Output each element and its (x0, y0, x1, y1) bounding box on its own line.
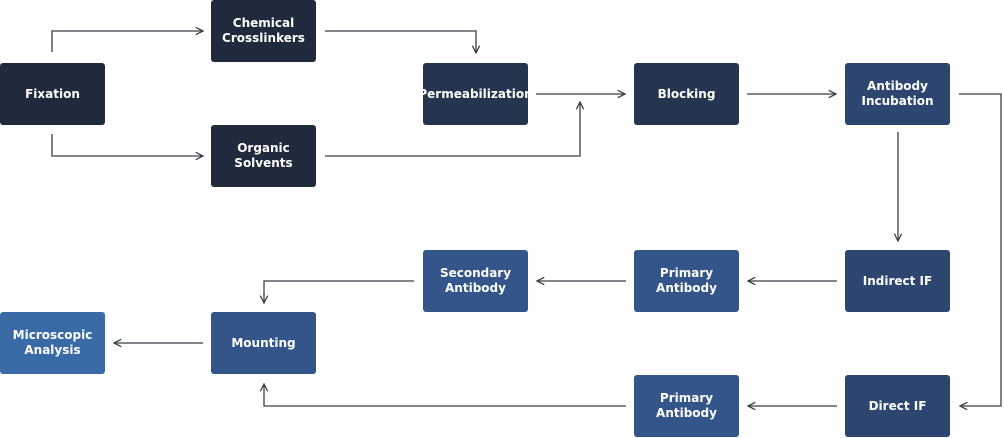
edge-secondary-antibody-to-mounting (264, 280, 414, 303)
edge-fixation-to-solvents (51, 134, 203, 156)
node-primary-antibody-indirect: Primary Antibody (634, 250, 739, 312)
edge-primary-antibody-to-mounting (264, 384, 626, 407)
edge-crosslinkers-to-permeabilization (325, 30, 476, 53)
edge-fixation-to-crosslinkers (51, 31, 203, 52)
node-permeabilization: Permeabilization (418, 63, 533, 125)
edge-antibody-incubation-to-direct-if (959, 93, 1002, 406)
node-microscopic-analysis: Microscopic Analysis (0, 312, 105, 374)
node-mounting: Mounting (211, 312, 316, 374)
node-secondary-antibody: Secondary Antibody (423, 250, 528, 312)
node-primary-antibody-direct: Primary Antibody (634, 375, 739, 437)
node-direct-if: Direct IF (845, 375, 950, 437)
node-chemical-crosslinkers: Chemical Crosslinkers (211, 0, 316, 62)
node-blocking: Blocking (634, 63, 739, 125)
node-organic-solvents: Organic Solvents (211, 125, 316, 187)
node-antibody-incubation: Antibody Incubation (845, 63, 950, 125)
edge-solvents-to-merge (325, 102, 580, 157)
node-indirect-if: Indirect IF (845, 250, 950, 312)
node-fixation: Fixation (0, 63, 105, 125)
